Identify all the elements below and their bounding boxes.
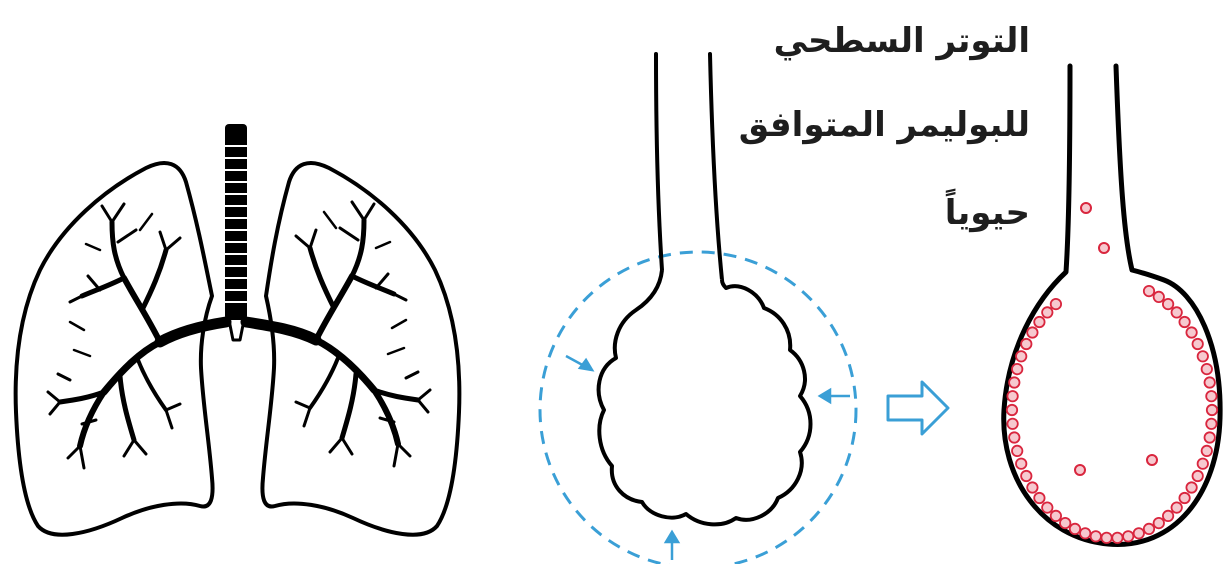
right-bronchial-tree xyxy=(296,202,430,466)
surfactant-dot xyxy=(1193,471,1203,481)
surfactant-dot xyxy=(1179,493,1189,503)
surfactant-dot xyxy=(1154,292,1164,302)
caption-line-3: حيوياً xyxy=(945,196,1030,230)
left-bronchial-tree xyxy=(48,204,180,468)
surfactant-dot xyxy=(1009,377,1019,387)
surfactant-dot xyxy=(1205,432,1215,442)
airway-walls xyxy=(656,54,722,280)
surfactant-dot xyxy=(1172,307,1182,317)
surfactant-dot xyxy=(1179,317,1189,327)
surfactant-dot xyxy=(1007,391,1017,401)
surfactant-dot xyxy=(1042,307,1052,317)
surfactant-dot xyxy=(1172,502,1182,512)
surfactant-alveolus-icon xyxy=(1004,66,1220,544)
surfactant-dot xyxy=(1021,471,1031,481)
surfactant-dot xyxy=(1042,502,1052,512)
right-lung-outline xyxy=(262,163,459,535)
surfactant-dot xyxy=(1016,351,1026,361)
surfactant-layer xyxy=(1007,286,1217,543)
surfactant-dot xyxy=(1034,493,1044,503)
surfactant-dot xyxy=(1134,528,1144,538)
right-main-bronchus xyxy=(246,322,316,340)
surfactant-dot xyxy=(1193,339,1203,349)
surfactant-dot xyxy=(1163,511,1173,521)
surfactant-dot xyxy=(1027,482,1037,492)
surfactant-dot xyxy=(1206,391,1216,401)
surfactant-dot xyxy=(1016,459,1026,469)
surfactant-dot xyxy=(1198,459,1208,469)
surfactant-dot xyxy=(1012,364,1022,374)
surfactant-dot xyxy=(1007,419,1017,429)
surfactant-dot xyxy=(1007,405,1017,415)
surfactant-dot xyxy=(1101,533,1111,543)
surfactant-dot xyxy=(1070,524,1080,534)
free-surfactant-particles xyxy=(1075,203,1157,475)
surfactant-dot xyxy=(1163,299,1173,309)
surfactant-dot xyxy=(1051,511,1061,521)
surfactant-dot xyxy=(1207,405,1217,415)
surfactant-dot xyxy=(1123,531,1133,541)
surfactant-dot xyxy=(1154,518,1164,528)
lungs-icon xyxy=(16,124,460,535)
surfactant-dot xyxy=(1202,446,1212,456)
surfactant-dot xyxy=(1012,446,1022,456)
surfactant-dot xyxy=(1051,299,1061,309)
surfactant-dot xyxy=(1112,533,1122,543)
surfactant-dot xyxy=(1198,351,1208,361)
surfactant-dot xyxy=(1206,419,1216,429)
healthy-alveolus-outline xyxy=(1004,66,1220,544)
surfactant-dot xyxy=(1205,377,1215,387)
surfactant-dot xyxy=(1091,531,1101,541)
left-main-bronchus xyxy=(160,322,226,342)
transition-arrow-icon xyxy=(888,382,948,434)
surfactant-dot xyxy=(1080,528,1090,538)
surfactant-dot xyxy=(1009,432,1019,442)
surfactant-dot xyxy=(1202,364,1212,374)
surfactant-dot xyxy=(1186,327,1196,337)
surfactant-dot xyxy=(1060,518,1070,528)
surfactant-dot xyxy=(1144,524,1154,534)
surfactant-dot xyxy=(1186,482,1196,492)
caption-line-1: التوتر السطحي xyxy=(774,24,1030,58)
alveolus-sac xyxy=(599,270,811,524)
surfactant-dot xyxy=(1027,327,1037,337)
surfactant-dot xyxy=(1021,339,1031,349)
surfactant-dot xyxy=(1034,317,1044,327)
caption-line-2: للبوليمر المتوافق xyxy=(739,108,1030,142)
surfactant-dot xyxy=(1144,286,1154,296)
